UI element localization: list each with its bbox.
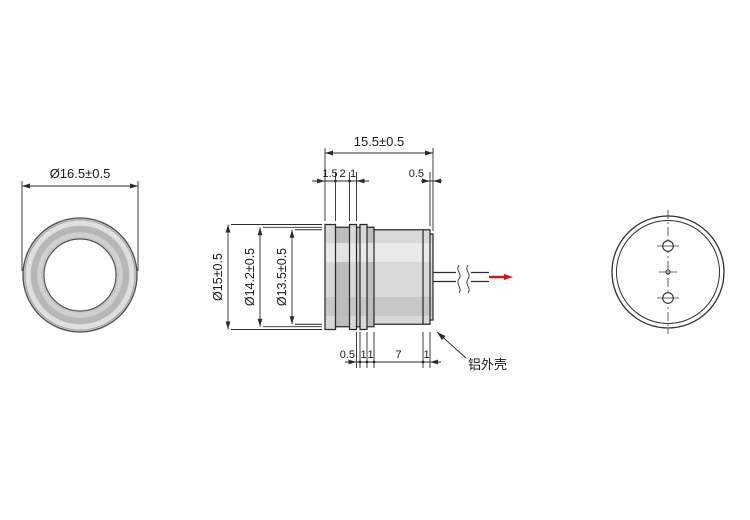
arrowhead bbox=[433, 178, 441, 184]
side-view-body bbox=[324, 223, 434, 331]
material-label-text: 铝外壳 bbox=[468, 357, 507, 372]
dimension-dot bbox=[348, 179, 351, 183]
ring-inner-hole bbox=[43, 238, 117, 312]
top-dim-text: 1.5 bbox=[322, 168, 337, 180]
diameter-text-15: Ø15±0.5 bbox=[211, 253, 225, 301]
front-view: Ø16.5±0.5 bbox=[21, 166, 139, 333]
ring-texture bbox=[25, 220, 135, 330]
body-highlight bbox=[325, 243, 433, 262]
bottom-dim-text: 1 bbox=[423, 349, 429, 361]
arrowhead bbox=[225, 224, 231, 233]
arrowhead bbox=[225, 321, 231, 330]
arrowhead bbox=[257, 227, 263, 236]
front-view-diameter-dimension: Ø16.5±0.5 bbox=[21, 166, 139, 271]
ring-texture bbox=[24, 219, 136, 331]
dimension-dot bbox=[372, 360, 376, 364]
total-length-text: 15.5±0.5 bbox=[354, 134, 405, 149]
body-outline bbox=[324, 223, 434, 331]
diameter-text-13-5: Ø13.5±0.5 bbox=[275, 248, 289, 306]
arrowhead bbox=[289, 229, 295, 238]
arrowhead bbox=[425, 150, 433, 156]
arrowhead bbox=[130, 183, 138, 189]
top-small-dimensions: 1.5 2 1 0.5 bbox=[312, 168, 442, 226]
arrowhead bbox=[289, 316, 295, 325]
top-dim-text: 0.5 bbox=[409, 168, 424, 180]
dimension-dot bbox=[358, 360, 362, 364]
bottom-dim-text: 7 bbox=[395, 349, 401, 361]
break-symbol bbox=[457, 264, 461, 294]
front-view-ring bbox=[22, 217, 138, 333]
arrowhead bbox=[430, 359, 438, 365]
arrowhead bbox=[422, 178, 430, 184]
diameter-text-14-2: Ø14.2±0.5 bbox=[243, 248, 257, 306]
rear-inner-circle bbox=[616, 220, 720, 324]
top-dim-text: 1 bbox=[350, 168, 356, 180]
bottom-dimensions: 0.5 1 1 7 1 bbox=[340, 332, 441, 368]
groove-shade bbox=[367, 227, 374, 327]
ring-texture bbox=[31, 226, 129, 324]
wire bbox=[433, 264, 513, 294]
material-label-group: 铝外壳 bbox=[436, 331, 507, 372]
bottom-dim-text: 1 bbox=[360, 349, 366, 361]
top-dim-text: 2 bbox=[339, 168, 345, 180]
diameter-dimensions: Ø15±0.5 Ø14.2±0.5 Ø13.5±0.5 bbox=[211, 224, 322, 330]
arrowhead bbox=[356, 178, 365, 184]
dimension-dot bbox=[421, 360, 425, 364]
dimension-dot bbox=[334, 179, 337, 183]
side-view: 15.5±0.5 1.5 2 1 0.5 bbox=[211, 134, 513, 372]
arrowhead bbox=[22, 183, 30, 189]
arrowhead bbox=[257, 318, 263, 327]
break-symbol bbox=[466, 264, 470, 294]
bottom-dim-text: 0.5 bbox=[340, 349, 355, 361]
total-length-dimension: 15.5±0.5 bbox=[324, 134, 434, 231]
dimension-dot bbox=[365, 360, 369, 364]
rear-view bbox=[611, 210, 725, 334]
front-diameter-text: Ø16.5±0.5 bbox=[50, 166, 111, 181]
ring-texture bbox=[37, 232, 123, 318]
groove-shade bbox=[356, 227, 360, 327]
leader-arrowhead bbox=[437, 332, 446, 340]
arrowhead bbox=[325, 150, 333, 156]
arrowhead bbox=[317, 178, 325, 184]
arrowhead bbox=[348, 359, 357, 365]
bottom-dim-text: 1 bbox=[367, 349, 373, 361]
wire-red-tip-end bbox=[504, 274, 513, 280]
body-shadow bbox=[325, 297, 433, 316]
